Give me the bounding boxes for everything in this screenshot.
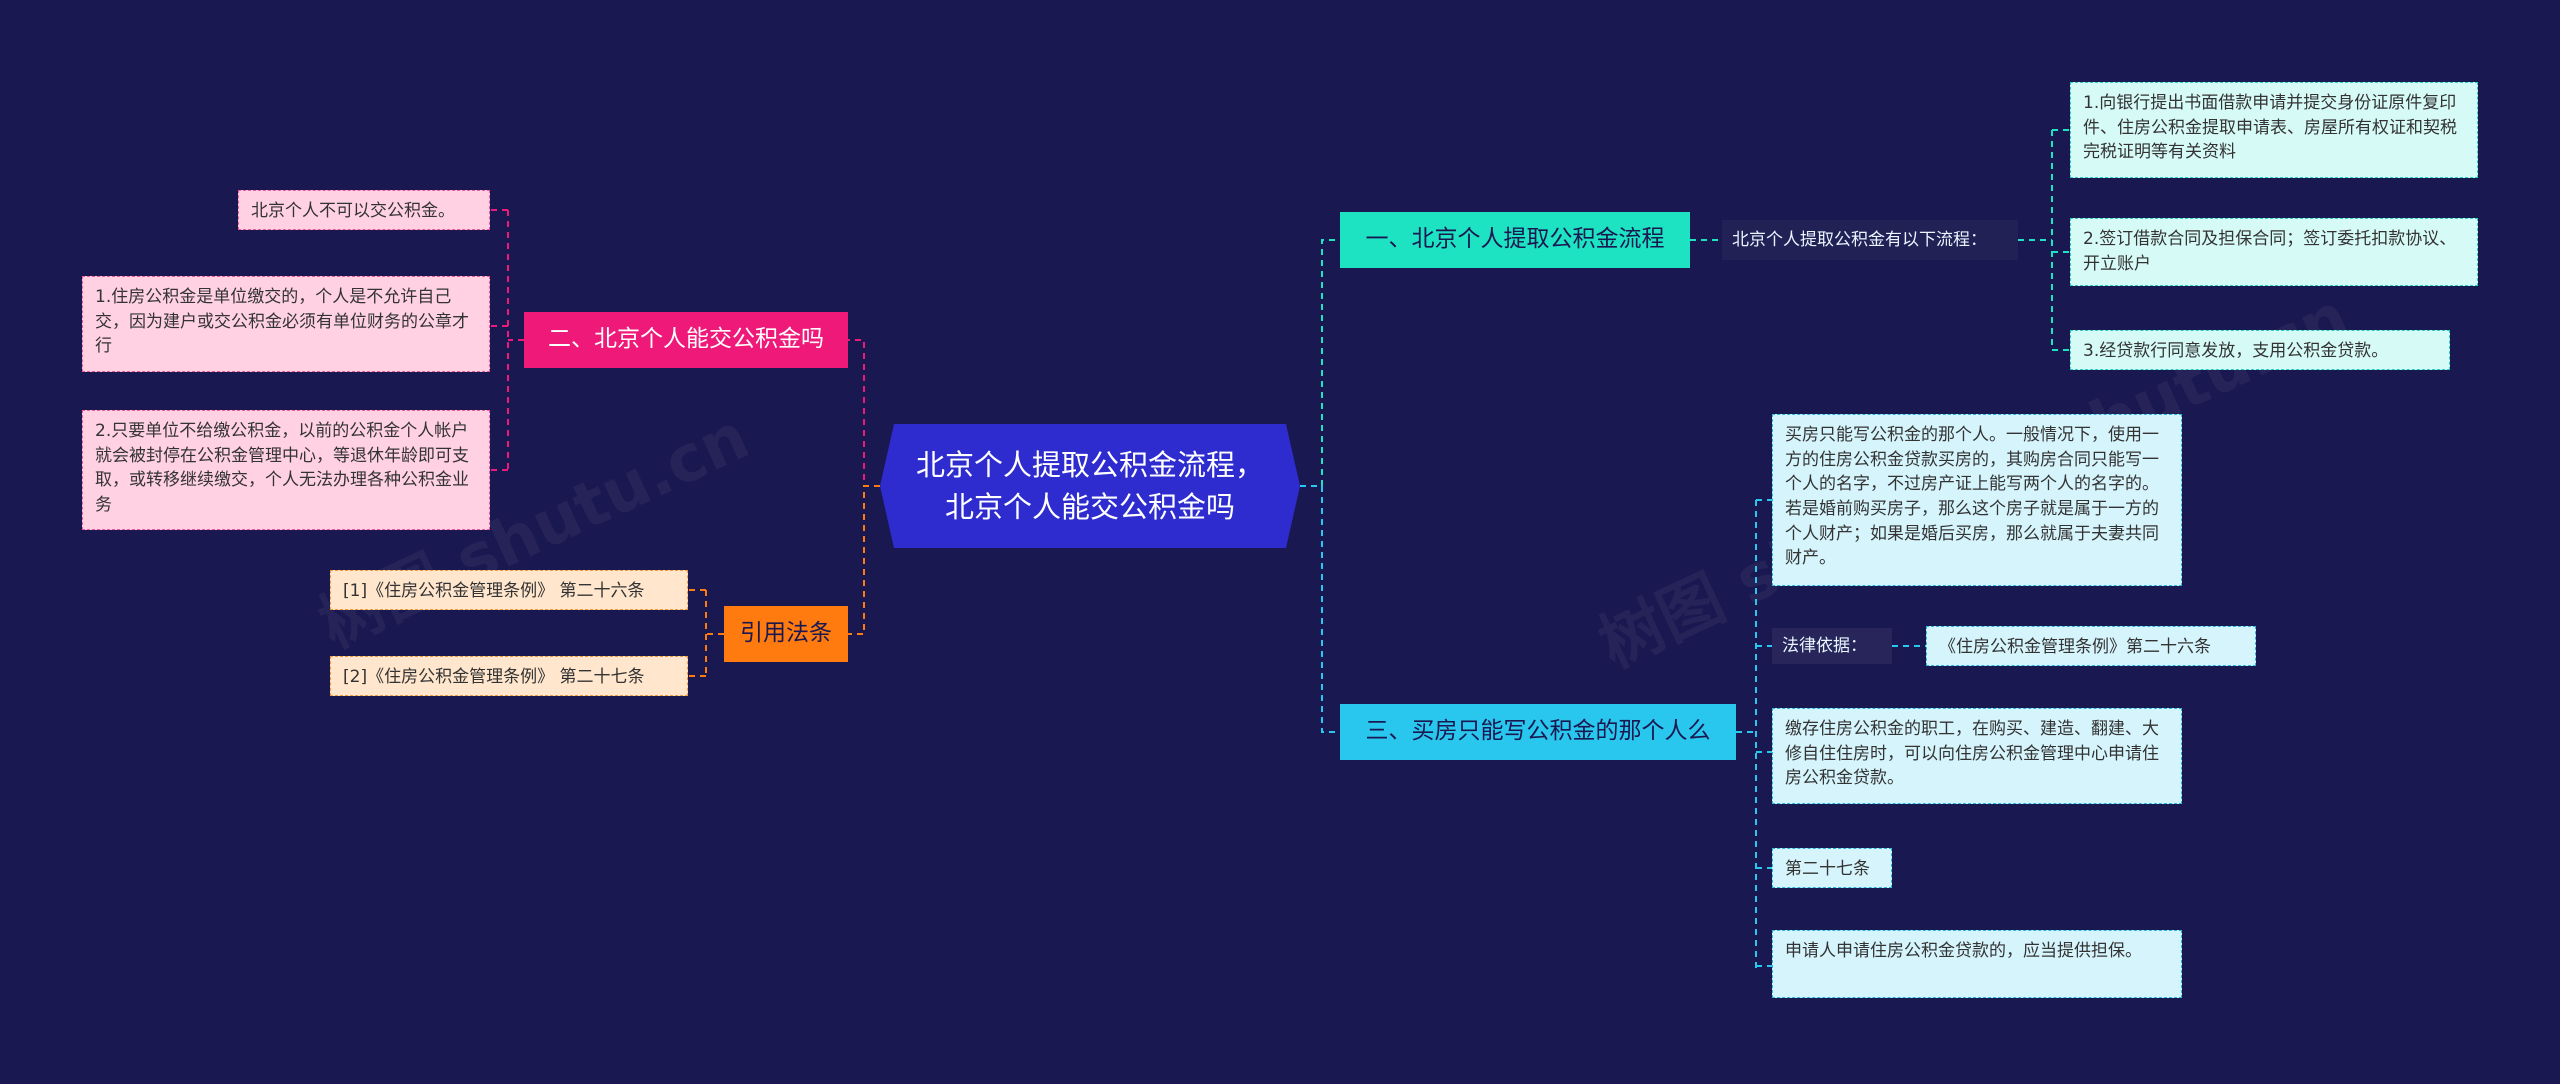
step-3-node[interactable]: 3.经贷款行同意发放，支用公积金贷款。 [2070, 330, 2450, 370]
branch-extraction-process[interactable]: 一、北京个人提取公积金流程 [1340, 212, 1690, 268]
link-root-branch2 [848, 339, 880, 487]
legal-basis-label[interactable]: 法律依据： [1772, 628, 1892, 664]
link-branch2-items [490, 209, 524, 471]
link-branch3-items [1736, 499, 1772, 970]
article-27-label-node[interactable]: 第二十七条 [1772, 848, 1892, 888]
branch-buy-house-name[interactable]: 三、买房只能写公积金的那个人么 [1340, 704, 1736, 760]
article-27-text-node[interactable]: 申请人申请住房公积金贷款的，应当提供担保。 [1772, 930, 2182, 998]
link-root-refs [848, 485, 880, 635]
step-2-node[interactable]: 2.签订借款合同及担保合同；签订委托扣款协议、开立账户 [2070, 218, 2478, 286]
branch-cited-laws[interactable]: 引用法条 [724, 606, 848, 662]
answer-node[interactable]: 买房只能写公积金的那个人。一般情况下，使用一方的住房公积金贷款买房的，其购房合同… [1772, 414, 2182, 586]
step-1-node[interactable]: 1.向银行提出书面借款申请并提交身份证原件复印件、住房公积金提取申请表、房屋所有… [2070, 82, 2478, 178]
link-sub-steps [2018, 129, 2070, 351]
reason-1-node[interactable]: 1.住房公积金是单位缴交的，个人是不允许自己交，因为建户或交公积金必须有单位财务… [82, 276, 490, 372]
citation-1-node[interactable]: [1]《住房公积金管理条例》 第二十六条 [330, 570, 688, 610]
extraction-process-intro[interactable]: 北京个人提取公积金有以下流程： [1722, 220, 2018, 260]
link-refs-items [688, 589, 724, 677]
link-root-branch3 [1300, 485, 1340, 733]
citation-2-node[interactable]: [2]《住房公积金管理条例》 第二十七条 [330, 656, 688, 696]
answer-no-node[interactable]: 北京个人不可以交公积金。 [238, 190, 490, 230]
link-root-branch1 [1300, 239, 1340, 487]
root-topic[interactable]: 北京个人提取公积金流程，北京个人能交公积金吗 [880, 424, 1300, 548]
branch-can-pay-fund[interactable]: 二、北京个人能交公积金吗 [524, 312, 848, 368]
reason-2-node[interactable]: 2.只要单位不给缴公积金，以前的公积金个人帐户就会被封停在公积金管理中心，等退休… [82, 410, 490, 530]
article-26-text-node[interactable]: 缴存住房公积金的职工，在购买、建造、翻建、大修自住住房时，可以向住房公积金管理中… [1772, 708, 2182, 804]
law-reference-node[interactable]: 《住房公积金管理条例》第二十六条 [1926, 626, 2256, 666]
